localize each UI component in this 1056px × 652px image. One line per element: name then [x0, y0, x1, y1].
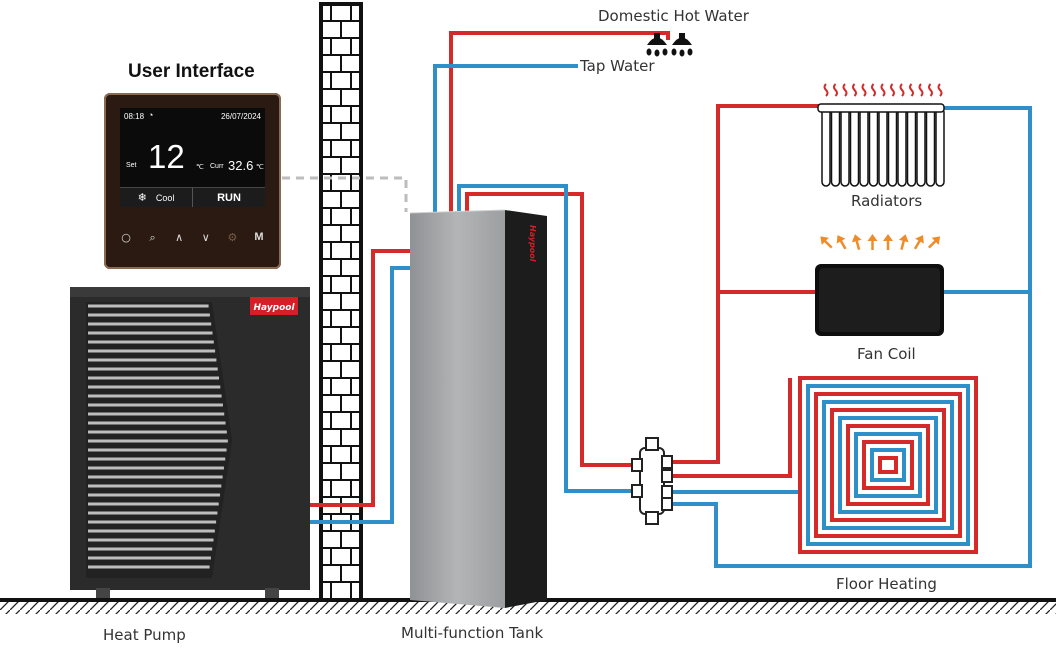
- pipe-hp-hot: [308, 249, 413, 507]
- heat-pump-brand: Haypool: [253, 303, 295, 313]
- controller-keys: ○ ⌕ ∧ ∨ ⚙ M: [116, 231, 269, 247]
- set-unit: ℃: [196, 164, 204, 171]
- radiator: [817, 83, 945, 187]
- tank-brand: Haypool: [528, 225, 537, 262]
- fan-coil-label: Fan Coil: [857, 345, 916, 363]
- controller-date: 26/07/2024: [220, 112, 261, 121]
- multi-function-tank: [409, 209, 547, 608]
- heat-pump-label: Heat Pump: [103, 626, 186, 644]
- multi-function-tank-label: Multi-function Tank: [401, 624, 544, 642]
- heat-pump-unit: [70, 287, 310, 598]
- pipe-dhw: [449, 31, 670, 212]
- tap-water-label: Tap Water: [580, 57, 655, 75]
- current-value: 32.6: [228, 158, 254, 173]
- set-label: Set: [126, 162, 137, 169]
- controller-screen: 08:18 ◔ 26/07/2024 Set 12 ℃ Curr 32.6 ℃ …: [120, 108, 265, 207]
- radiators-label: Radiators: [851, 192, 923, 210]
- controller-time: 08:18: [124, 112, 145, 121]
- pipe-tank-hot-out: [465, 192, 640, 467]
- svg-text: Haypool Haypool: [253, 225, 537, 313]
- user-interface-controller: 08:18 ◔ 26/07/2024 Set 12 ℃ Curr 32.6 ℃ …: [104, 93, 281, 269]
- floor-heating-label: Floor Heating: [836, 575, 937, 593]
- fan-coil: [815, 234, 944, 336]
- current-unit: ℃: [256, 164, 264, 171]
- controller-link: [282, 176, 408, 212]
- user-interface-label: User Interface: [128, 61, 255, 82]
- pipe-hp-cold: [308, 266, 413, 524]
- run-button[interactable]: RUN: [192, 187, 265, 207]
- power-icon[interactable]: ○: [121, 231, 131, 244]
- set-value: 12: [148, 138, 185, 175]
- up-arrow-icon[interactable]: ∧: [175, 231, 184, 244]
- pipe-supply-main: [664, 104, 822, 464]
- pipe-return-main: [664, 106, 1032, 568]
- settings-gear-icon[interactable]: ⚙: [227, 231, 238, 244]
- domestic-hot-water-label: Domestic Hot Water: [598, 7, 749, 25]
- search-icon[interactable]: ⌕: [149, 231, 156, 244]
- brick-wall: [319, 2, 363, 602]
- mode-button[interactable]: ❄ Cool: [120, 187, 192, 207]
- floor-heating-coil: [798, 376, 978, 554]
- pipe-tank-cold-in: [457, 184, 640, 493]
- down-arrow-icon[interactable]: ∨: [201, 231, 210, 244]
- pipe-tap: [433, 64, 578, 212]
- run-label: RUN: [217, 191, 241, 204]
- current-label: Curr: [210, 163, 224, 170]
- snowflake-icon: ❄: [137, 192, 147, 204]
- menu-key[interactable]: M: [254, 231, 264, 243]
- mode-label: Cool: [155, 192, 175, 203]
- wifi-icon: ◔: [148, 110, 154, 120]
- manifold: [631, 437, 673, 525]
- pipe-supply-floor: [664, 378, 792, 478]
- shower-heads-icon: [646, 33, 693, 57]
